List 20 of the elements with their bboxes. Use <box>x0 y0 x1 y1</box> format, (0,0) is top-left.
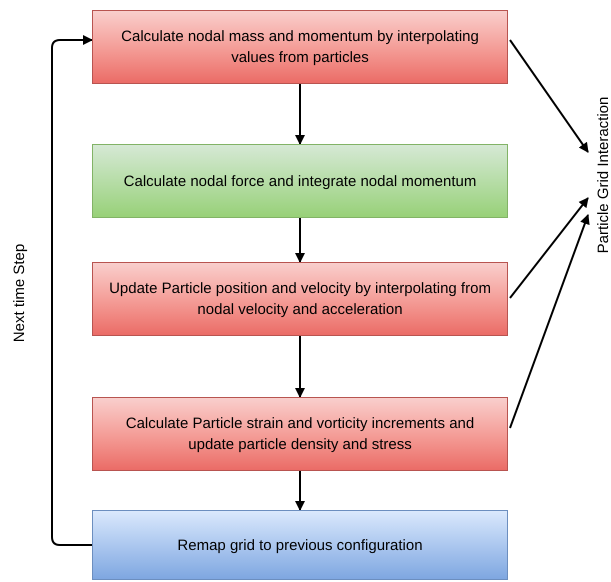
process-box <box>92 397 508 471</box>
step-text: Remap grid to previous configuration <box>177 536 423 556</box>
arrow <box>509 197 589 299</box>
step-text: Update Particle position and velocity by interpolating from nodal velocity and acceleration <box>108 279 492 320</box>
side-label: Particle Grid Interaction <box>592 96 611 254</box>
process-box <box>92 262 508 336</box>
arrow <box>295 471 305 511</box>
arrow <box>295 84 305 145</box>
step-text: Calculate Particle strain and vorticity increments and update particle density and stress <box>124 414 476 455</box>
arrow <box>509 214 590 428</box>
arrow <box>295 336 305 398</box>
edge-label: Next time Step <box>10 243 29 342</box>
process-box <box>92 10 508 84</box>
arrow <box>51 35 93 546</box>
step-text: Calculate nodal force and integrate nodal momentum <box>124 172 476 192</box>
process-box <box>92 510 508 580</box>
step-text: Calculate nodal mass and momentum by interpolating values from particles <box>120 27 480 68</box>
arrow <box>509 39 589 153</box>
process-box <box>92 144 508 218</box>
arrow <box>295 218 305 263</box>
